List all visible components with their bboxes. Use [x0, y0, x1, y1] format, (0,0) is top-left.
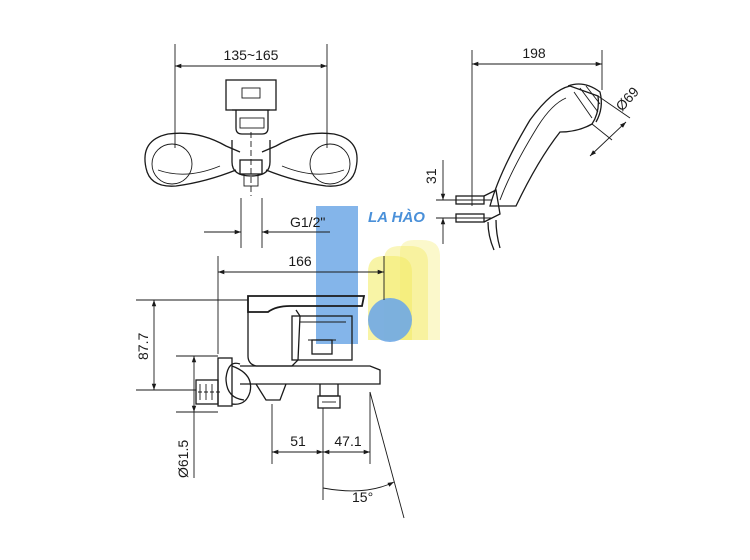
watermark-blue-circle — [368, 298, 412, 342]
dim-length: 166 — [288, 253, 312, 269]
handle-top — [225, 79, 277, 111]
dim-height: 87.7 — [135, 333, 151, 360]
dim-top-width: 135~165 — [224, 47, 279, 63]
top-view: 135~165 G1/2" — [144, 44, 358, 248]
watermark-logo: LA HÀO — [316, 206, 440, 344]
watermark-text: LA HÀO — [368, 209, 425, 226]
dim-shower-length: 198 — [522, 45, 546, 61]
angle-line — [369, 391, 405, 519]
dim-offset-b: 47.1 — [334, 433, 361, 449]
side-view: 166 87.7 Ø61.5 — [135, 253, 405, 519]
angle-arc — [322, 481, 395, 492]
dim-thread: G1/2" — [290, 214, 325, 230]
dim-angle: 15° — [352, 489, 373, 505]
dim-offset-a: 51 — [290, 433, 306, 449]
dim-inlet-diameter: Ø61.5 — [175, 440, 191, 478]
watermark-blue-bar — [316, 206, 358, 344]
shower-view: 198 Ø69 31 — [423, 45, 642, 251]
dim-holder-height: 31 — [423, 168, 439, 184]
